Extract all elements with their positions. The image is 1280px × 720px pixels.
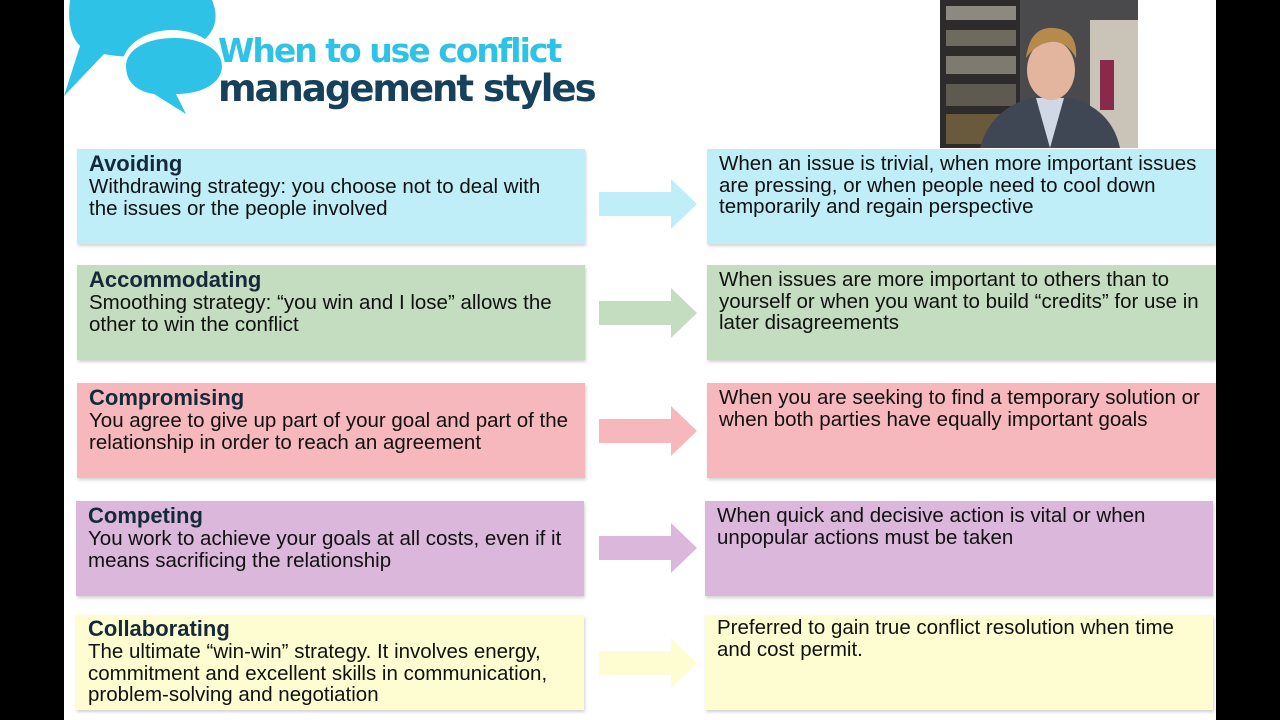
style-name: Compromising: [89, 385, 245, 410]
style-name: Accommodating: [89, 267, 262, 292]
style-description: Withdrawing strategy: you choose not to …: [89, 175, 541, 220]
presenter-webcam: [940, 0, 1138, 148]
when-card-competing: When quick and decisive action is vital …: [705, 501, 1213, 596]
speech-bubbles-icon: [64, 0, 222, 114]
arrow-right-icon: [599, 638, 697, 688]
style-card-collaborating: Collaborating The ultimate “win-win” str…: [76, 615, 584, 710]
arrow-right-icon: [599, 288, 697, 338]
style-name: Competing: [88, 503, 203, 528]
style-description: You work to achieve your goals at all co…: [88, 527, 562, 572]
style-name: Avoiding: [89, 151, 183, 176]
style-card-accommodating: Accommodating Smoothing strategy: “you w…: [77, 265, 585, 360]
style-card-avoiding: Avoiding Withdrawing strategy: you choos…: [77, 149, 585, 244]
arrow-right-icon: [599, 523, 697, 573]
when-text: When quick and decisive action is vital …: [717, 504, 1146, 549]
style-card-compromising: Compromising You agree to give up part o…: [77, 383, 585, 478]
style-description: Smoothing strategy: “you win and I lose”…: [89, 291, 552, 336]
style-card-competing: Competing You work to achieve your goals…: [76, 501, 584, 596]
when-text: Preferred to gain true conflict resoluti…: [717, 616, 1174, 661]
style-description: The ultimate “win-win” strategy. It invo…: [88, 640, 548, 706]
page-title: When to use conflict management styles: [218, 31, 597, 110]
style-description: You agree to give up part of your goal a…: [89, 409, 569, 454]
when-card-accommodating: When issues are more important to others…: [707, 265, 1216, 360]
when-text: When you are seeking to find a temporary…: [719, 386, 1200, 431]
arrow-right-icon: [599, 406, 697, 456]
when-card-collaborating: Preferred to gain true conflict resoluti…: [705, 615, 1213, 710]
page-title-line2: management styles: [218, 67, 597, 110]
when-text: When an issue is trivial, when more impo…: [719, 152, 1197, 218]
slide: When to use conflict management styles A…: [64, 0, 1216, 720]
when-card-compromising: When you are seeking to find a temporary…: [707, 383, 1216, 478]
when-text: When issues are more important to others…: [719, 268, 1199, 334]
style-name: Collaborating: [88, 616, 230, 641]
page-title-line1: When to use conflict: [218, 31, 562, 70]
arrow-right-icon: [599, 179, 697, 229]
when-card-avoiding: When an issue is trivial, when more impo…: [707, 149, 1216, 244]
